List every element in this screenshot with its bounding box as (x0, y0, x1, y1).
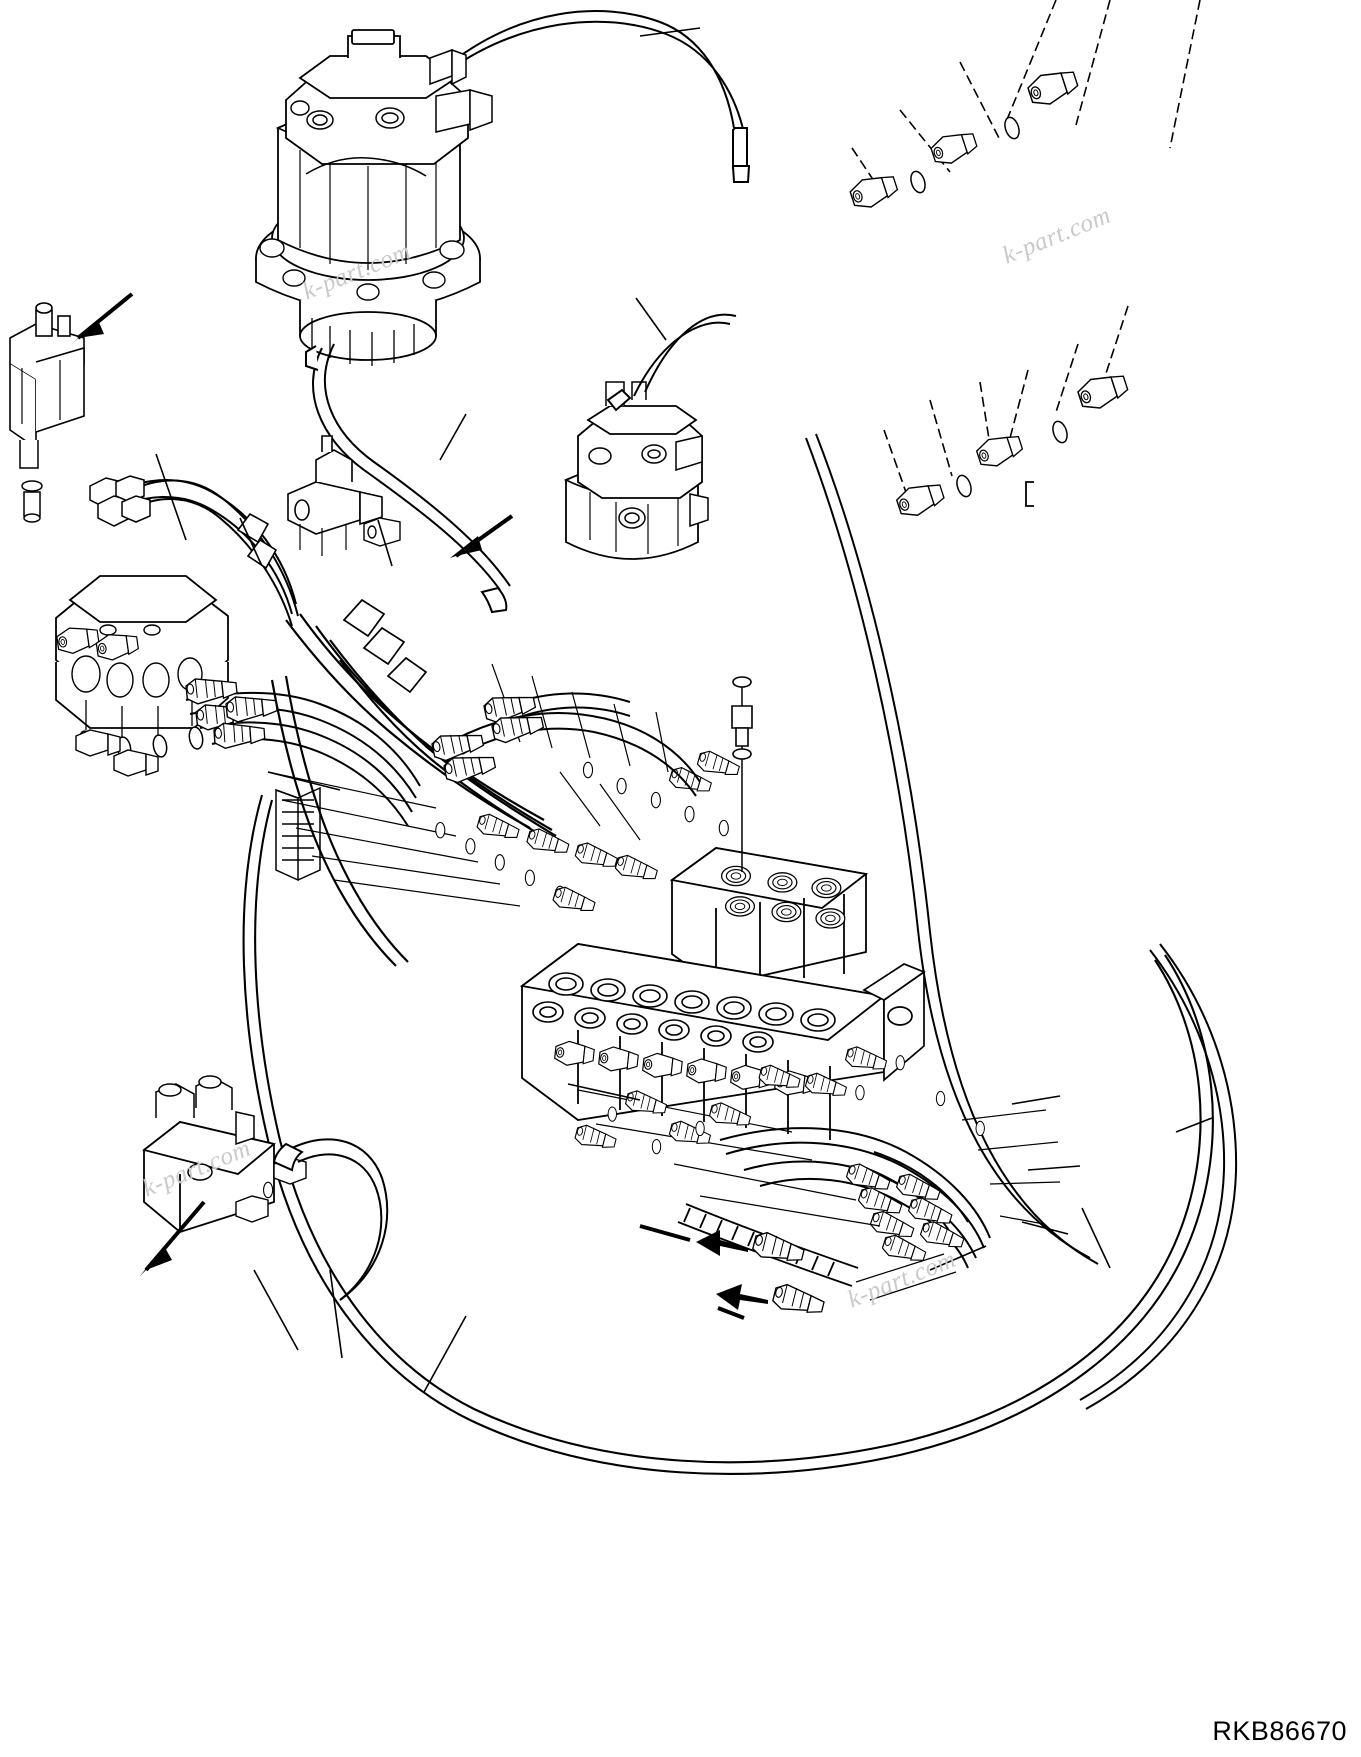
valve-ports-front (532, 972, 836, 1053)
coupler-callouts-bottom (639, 1224, 827, 1320)
callout-arrow-shuttle (450, 514, 514, 558)
shuttle-valve-assembly (287, 435, 401, 556)
hose-end-fittings-top (430, 689, 546, 786)
main-control-valve (519, 847, 926, 1140)
hose-clamp-center (342, 598, 428, 694)
hose-harness-couplers (844, 1160, 967, 1267)
part-number-label: RKB86670 (1212, 1716, 1347, 1746)
hose-fitting-left-upper (89, 475, 151, 527)
fitting-group-lower (883, 305, 1132, 521)
hose-bundle-main (270, 613, 557, 967)
travel-motor-assembly (563, 381, 709, 560)
callout-arrow-pressure-switch (72, 292, 134, 344)
hose-sleeve-left (275, 786, 321, 882)
hose-outer-loop-2 (1079, 943, 1238, 1410)
solenoid-valve-block (55, 575, 229, 777)
callout-arrow-manifold (140, 1200, 206, 1276)
hose-clamp-left (236, 512, 278, 570)
fitting-group-upper (847, 0, 1201, 213)
hose-manifold-out (272, 1138, 389, 1301)
bracket-symbol (1025, 481, 1034, 507)
check-valve-rod (731, 676, 753, 872)
leader-lines (155, 27, 1213, 1393)
pressure-switch-assembly (9, 302, 85, 523)
hose-outer-loop (242, 794, 1214, 1475)
manifold-block-assembly (141, 1075, 307, 1234)
hose-right-descending (805, 433, 1099, 1265)
swing-motor-assembly (255, 10, 751, 366)
hose-travel-upper (606, 313, 737, 412)
exploded-parts-lower-rows (573, 1044, 1061, 1301)
